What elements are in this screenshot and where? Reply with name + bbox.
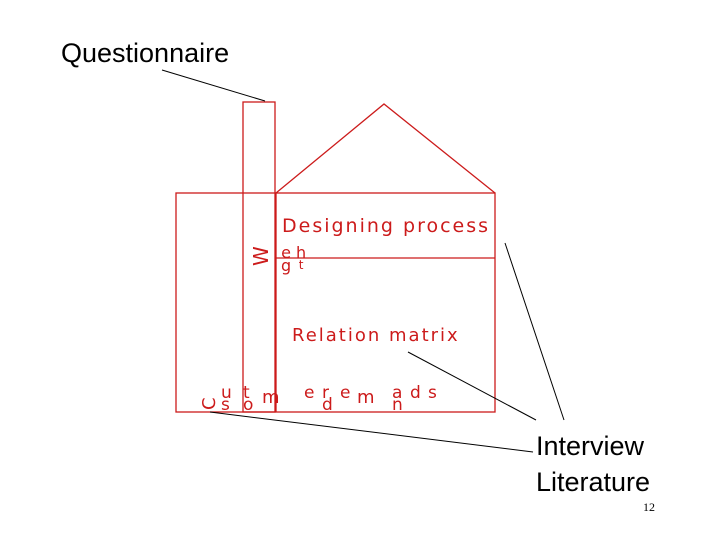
questionnaire-pointer-line	[161, 69, 266, 102]
questionnaire-label: Questionnaire	[61, 38, 230, 68]
designing-process-label: Designing process	[282, 215, 491, 237]
customer-demands-pointer-line	[209, 411, 534, 453]
weight-label-rotated: W	[249, 244, 273, 266]
relation-matrix-label: Relation matrix	[292, 325, 460, 346]
customer-demands-scatter-6: e	[340, 383, 351, 403]
weight-letter-stack: e g	[281, 243, 292, 275]
source-labels: Interview Literature	[536, 428, 650, 500]
relation-matrix-pointer-line	[407, 351, 537, 421]
customer-demands-scatter-4: e	[304, 383, 315, 403]
customer-demands-scatter-10: s	[428, 383, 437, 403]
roof-outline	[275, 103, 496, 194]
interview-label: Interview	[536, 431, 645, 461]
literature-label: Literature	[536, 467, 651, 497]
customer-demands-scatter-3: m	[262, 387, 280, 408]
customer-demands-scatter-7: m	[357, 387, 375, 408]
page-number: 12	[643, 500, 655, 514]
customer-demands-scatter-9: d	[410, 383, 421, 403]
weight-column-outline	[242, 101, 276, 413]
designing-process-pointer-line	[504, 242, 565, 421]
weight-letter-stack-2: h t	[296, 243, 307, 272]
customer-demands-letter-c: C	[199, 396, 220, 410]
house-body-outline	[175, 192, 496, 413]
